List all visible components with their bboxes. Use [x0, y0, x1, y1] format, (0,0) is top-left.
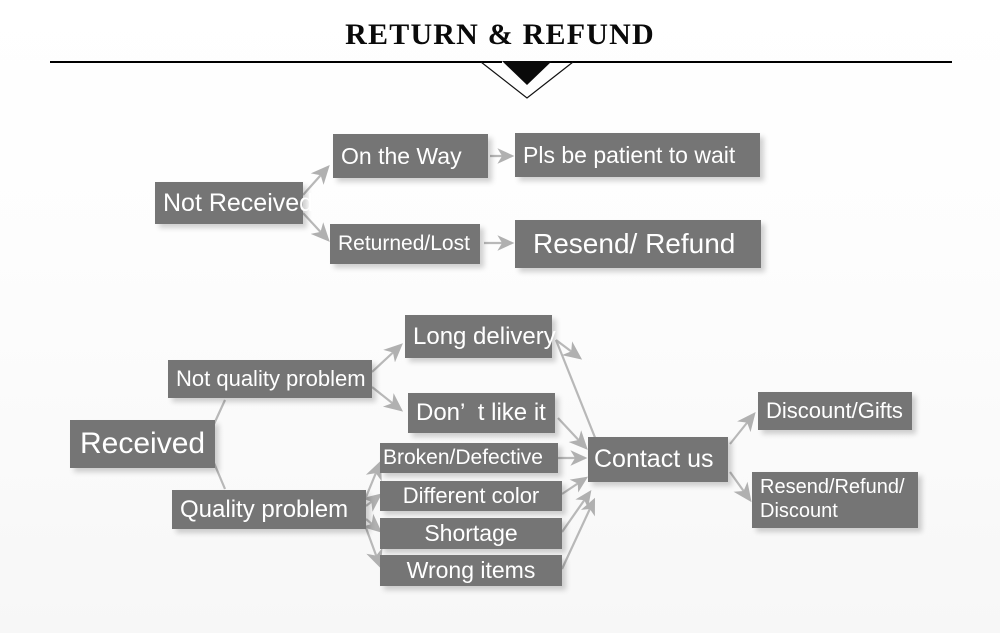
node-shortage[interactable]: Shortage	[380, 518, 562, 549]
node-label: Long delivery	[413, 322, 556, 350]
node-label: Discount/Gifts	[766, 398, 903, 424]
node-label: Don’ t like it	[416, 399, 546, 427]
node-different-color[interactable]: Different color	[380, 481, 562, 511]
header-rule-right	[546, 61, 952, 63]
node-contact-us[interactable]: Contact us	[588, 437, 728, 482]
node-label: Contact us	[594, 445, 714, 473]
node-resend-refund[interactable]: Resend/ Refund	[515, 220, 761, 268]
node-label: Not quality problem	[176, 366, 366, 392]
node-label: Quality problem	[180, 495, 349, 523]
node-label: Wrong items	[406, 557, 536, 584]
page-title: RETURN & REFUND	[345, 18, 655, 51]
node-label: Different color	[402, 483, 540, 509]
node-label: Shortage	[424, 520, 518, 547]
node-label: Returned/Lost	[338, 231, 470, 255]
node-label: On the Way	[341, 142, 462, 169]
node-received[interactable]: Received	[70, 420, 215, 468]
node-label: Pls be patient to wait	[523, 141, 736, 168]
node-label: Received	[80, 426, 206, 460]
node-label: Resend/ Refund	[533, 227, 736, 259]
node-returned-lost[interactable]: Returned/Lost	[330, 224, 480, 264]
node-dont-like-it[interactable]: Don’ t like it	[408, 393, 555, 433]
node-label: Not Received	[163, 188, 314, 217]
node-wrong-items[interactable]: Wrong items	[380, 555, 562, 586]
node-label: Resend/Refund/ Discount	[760, 476, 905, 522]
node-discount-gifts[interactable]: Discount/Gifts	[758, 392, 912, 430]
node-resend-refund-discount[interactable]: Resend/Refund/ Discount	[752, 472, 918, 528]
node-not-quality-problem[interactable]: Not quality problem	[168, 360, 372, 398]
node-on-the-way[interactable]: On the Way	[333, 134, 488, 178]
node-long-delivery[interactable]: Long delivery	[405, 315, 556, 358]
node-label: Broken/Defective	[383, 445, 543, 469]
node-quality-problem[interactable]: Quality problem	[172, 490, 366, 529]
node-pls-be-patient-to-wait[interactable]: Pls be patient to wait	[515, 133, 760, 177]
node-broken-defective[interactable]: Broken/Defective	[380, 443, 558, 473]
chevron-down-icon	[480, 61, 574, 99]
node-not-received[interactable]: Not Received	[155, 182, 313, 224]
header-rule-left	[50, 61, 502, 63]
